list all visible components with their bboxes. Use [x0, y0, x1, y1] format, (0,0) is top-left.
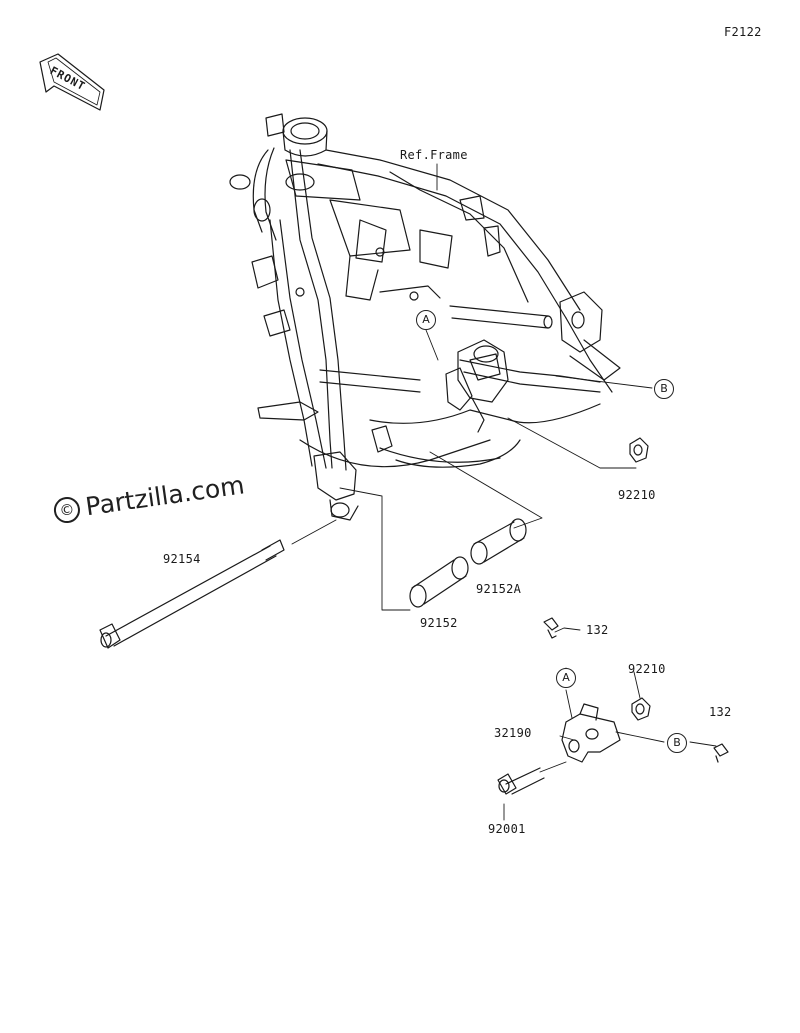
figure-code: F2122 — [724, 25, 762, 39]
bracket-32190 — [561, 703, 621, 763]
bolt-132-upper — [543, 617, 559, 639]
motorcycle-frame — [229, 113, 621, 521]
copyright-icon: © — [52, 495, 82, 525]
collar-92152a — [470, 518, 527, 565]
callout-a-upper: A — [416, 310, 436, 330]
bolt-92001 — [497, 767, 545, 795]
callout-a-lower: A — [556, 668, 576, 688]
nut-92210-upper — [629, 437, 649, 463]
bolt-132-right — [713, 743, 729, 763]
collar-92152 — [409, 556, 469, 608]
part-label-92001: 92001 — [488, 822, 526, 836]
part-label-132-upper: 132 — [586, 623, 609, 637]
callout-b-lower: B — [667, 733, 687, 753]
part-label-92210-upper: 92210 — [618, 488, 656, 502]
callout-b-upper: B — [654, 379, 674, 399]
part-label-92210-lower: 92210 — [628, 662, 666, 676]
front-arrow-icon — [39, 53, 105, 111]
nut-92210-lower — [631, 697, 651, 721]
part-label-92152: 92152 — [420, 616, 458, 630]
long-bolt-92154 — [99, 539, 285, 649]
part-label-92152a: 92152A — [476, 582, 522, 596]
part-label-92154: 92154 — [163, 552, 201, 566]
part-label-32190: 32190 — [494, 726, 532, 740]
part-label-132-right: 132 — [709, 705, 732, 719]
frame-reference-label: Ref.Frame — [400, 148, 468, 162]
